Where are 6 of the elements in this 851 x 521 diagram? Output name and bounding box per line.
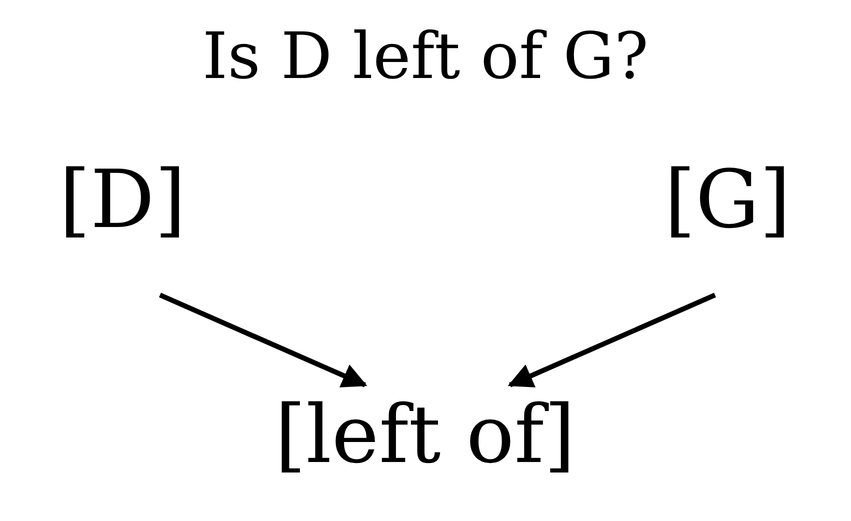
node-label: [D]: [59, 152, 186, 248]
node-label: [left of]: [274, 387, 576, 483]
node-label: [G]: [664, 152, 791, 248]
title: Is D left of G?: [201, 19, 650, 96]
arrow: [508, 292, 716, 388]
arrow: [159, 292, 368, 388]
